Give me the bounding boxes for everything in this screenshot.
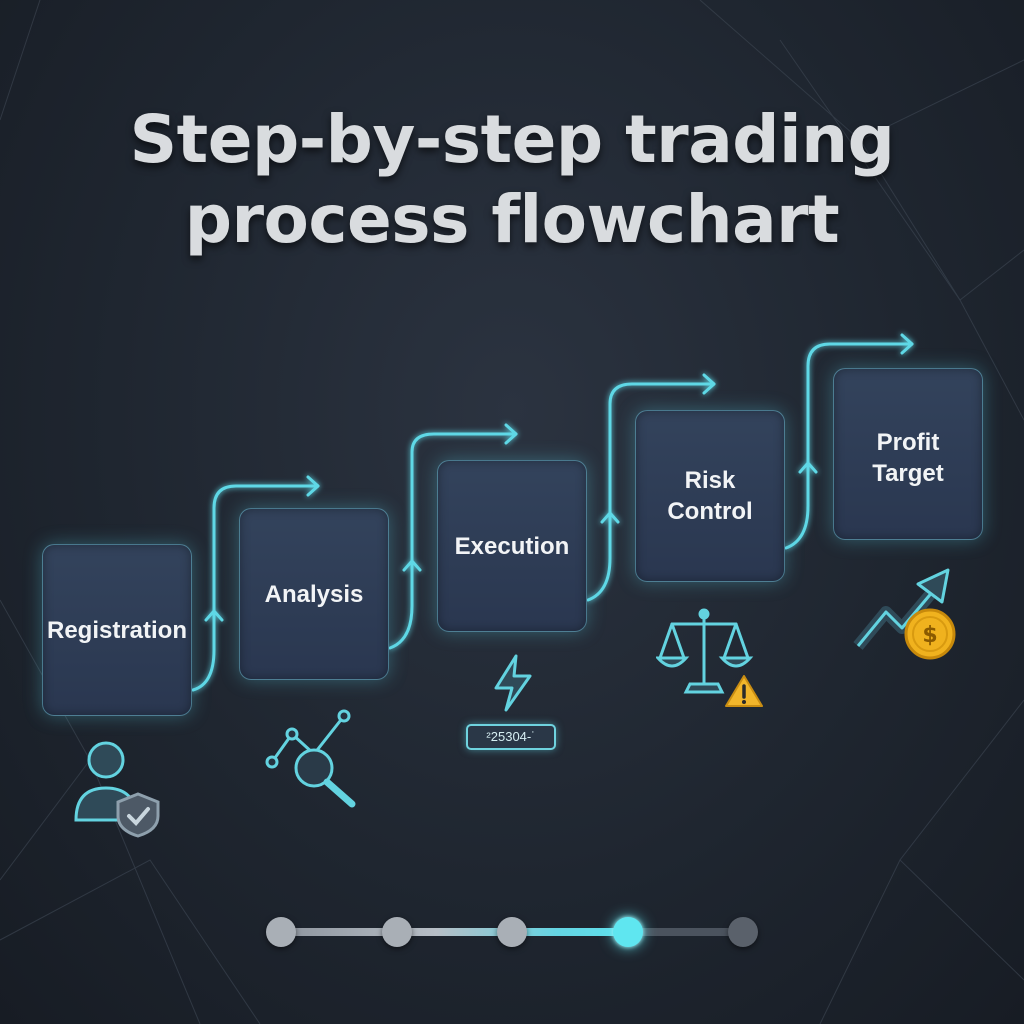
progress-dot-2[interactable] [382, 917, 412, 947]
execution-ticker: ²25304-˙ [466, 724, 556, 750]
step-label: Registration [46, 616, 187, 644]
connector-1 [191, 484, 320, 692]
page-title: Step-by-step trading process flowchart [129, 101, 895, 258]
step-registration[interactable]: Registration [42, 544, 192, 716]
magnifier-chart-icon [265, 709, 356, 808]
progress-dot-1[interactable] [266, 917, 296, 947]
progress-fill [280, 928, 627, 936]
connector-3 [586, 382, 716, 602]
step-profit-target[interactable]: Profit Target [833, 368, 983, 540]
connector-2 [388, 432, 518, 650]
step-label: Profit Target [872, 429, 944, 487]
user-shield-icon [74, 741, 160, 838]
connector-4 [784, 342, 914, 550]
scales-warning-icon [656, 608, 763, 707]
step-analysis[interactable]: Analysis [239, 508, 389, 680]
progress-dot-4[interactable] [613, 917, 643, 947]
step-label: Risk Control [667, 467, 753, 525]
progress-dot-3[interactable] [497, 917, 527, 947]
step-label: Analysis [264, 580, 364, 608]
step-execution[interactable]: Execution [437, 460, 587, 632]
progress-dot-5[interactable] [728, 917, 758, 947]
lightning-icon [494, 654, 532, 712]
step-risk-control[interactable]: Risk Control [635, 410, 785, 582]
svg-text:$: $ [922, 623, 937, 648]
growth-coin-icon: $ [853, 568, 956, 660]
step-label: Execution [454, 532, 570, 560]
